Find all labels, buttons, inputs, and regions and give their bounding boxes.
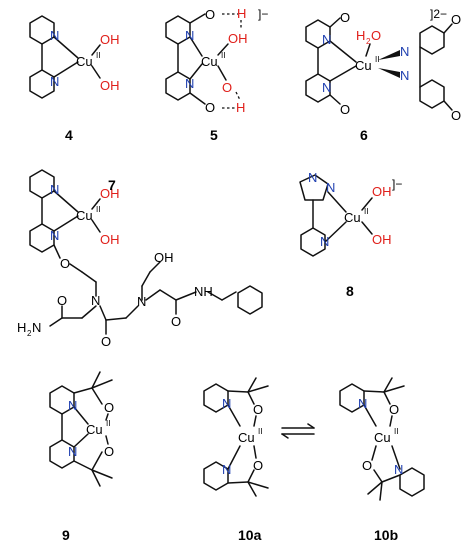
hydroxide-ligand: OH (372, 232, 392, 247)
nitrogen-atom: N (222, 462, 231, 477)
hydroxide-oxygen: O (222, 80, 232, 95)
nitrogen-atom: N (68, 444, 77, 459)
water-hydrogen: H (356, 28, 365, 43)
compound-9: N N Cu II O O 9 (49, 371, 114, 543)
oxidation-state: II (96, 51, 100, 60)
compound-8: N N N Cu II OH OH ]− 8 (299, 170, 402, 299)
compound-label-7: 7 (108, 177, 116, 193)
nitrogen-atom: N (50, 182, 59, 197)
oxidation-state: II (394, 427, 398, 436)
nitrogen-atom: N (394, 462, 403, 477)
compound-label-8: 8 (346, 283, 354, 299)
alkoxide-oxygen: O (104, 400, 114, 415)
equilibrium-arrow (281, 423, 315, 439)
copper-atom: Cu (86, 422, 103, 437)
copper-atom: Cu (374, 430, 391, 445)
nitrogen-atom: N (185, 76, 194, 91)
compound-4: N N Cu II OH OH 4 (29, 15, 120, 143)
oxygen-atom: O (205, 100, 215, 115)
nitrogen-atom: N (50, 28, 59, 43)
carbonyl-oxygen: O (171, 314, 181, 329)
hydroxide-ligand: OH (228, 31, 248, 46)
oxidation-state: II (375, 55, 379, 64)
compound-label-4: 4 (65, 127, 73, 143)
nitrogen-atom: N (400, 68, 409, 83)
nitrogen-atom: N (185, 28, 194, 43)
imidazole-nh: N (308, 170, 317, 185)
compound-10b: N N Cu II O O 10b (339, 377, 425, 543)
copper-atom: Cu (76, 208, 93, 223)
carbonyl-oxygen: O (57, 293, 67, 308)
hydroxide-ligand: OH (372, 184, 392, 199)
compound-label-5: 5 (210, 127, 218, 143)
oxidation-state: II (364, 207, 368, 216)
compound-label-10a: 10a (238, 527, 262, 543)
oxygen-atom: O (340, 102, 350, 117)
copper-atom: Cu (344, 210, 361, 225)
hydroxide-ligand: OH (100, 232, 120, 247)
copper-atom: Cu (76, 54, 93, 69)
compound-6: O O N N Cu II H 2 O N N O O ]2− 6 (305, 7, 461, 143)
nitrogen-atom: N (222, 396, 231, 411)
compound-10a: N N Cu II O O 10a (203, 377, 269, 543)
amine-nitrogen: N (91, 293, 100, 308)
amide-n: N (32, 320, 41, 335)
compound-label-6: 6 (360, 127, 368, 143)
oxygen-atom: O (451, 108, 461, 123)
charge-bracket: ]− (392, 177, 402, 191)
nitrogen-atom: N (50, 74, 59, 89)
amine-nitrogen: N (137, 294, 146, 309)
alkoxide-oxygen: O (362, 458, 372, 473)
charge-bracket: ]− (258, 7, 268, 21)
nitrogen-atom: N (358, 396, 367, 411)
copper-atom: Cu (238, 430, 255, 445)
ether-oxygen: O (60, 256, 70, 271)
nitrogen-atom: N (68, 398, 77, 413)
compound-label-10b: 10b (374, 527, 398, 543)
nitrogen-atom: N (320, 234, 329, 249)
charge-bracket: ]2− (430, 7, 447, 21)
amide-h: H (17, 320, 26, 335)
compound-label-9: 9 (62, 527, 70, 543)
nitrogen-atom: N (400, 44, 409, 59)
oxygen-atom: O (451, 12, 461, 27)
nitrogen-atom: N (322, 32, 331, 47)
oxygen-atom: O (205, 7, 215, 22)
nitrogen-atom: N (322, 80, 331, 95)
hydroxide-ligand: OH (100, 78, 120, 93)
copper-atom: Cu (201, 54, 218, 69)
hydrogen-atom: H (237, 6, 246, 21)
carbonyl-oxygen: O (101, 334, 111, 349)
compound-5: N N O O Cu II H OH O H ]− 5 (165, 6, 268, 143)
hydrogen-atom: H (236, 100, 245, 115)
alkoxide-oxygen: O (253, 402, 263, 417)
nitrogen-atom: N (50, 228, 59, 243)
oxygen-atom: O (340, 10, 350, 25)
hydroxyl-group: OH (154, 250, 174, 265)
oxidation-state: II (96, 205, 100, 214)
alkoxide-oxygen: O (389, 402, 399, 417)
alkoxide-oxygen: O (104, 444, 114, 459)
water-oxygen: O (371, 28, 381, 43)
compound-7: N N Cu II OH OH O N H 2 N O O N OH O NH … (17, 169, 263, 349)
oxidation-state: II (106, 419, 110, 428)
amide-subscript: 2 (27, 329, 32, 338)
secondary-amine: NH (194, 284, 213, 299)
hydroxide-ligand: OH (100, 32, 120, 47)
hydroxide-ligand: OH (100, 186, 120, 201)
alkoxide-oxygen: O (253, 458, 263, 473)
oxidation-state: II (258, 427, 262, 436)
copper-atom: Cu (355, 58, 372, 73)
water-subscript: 2 (366, 37, 371, 46)
oxidation-state: II (221, 51, 225, 60)
nitrogen-atom: N (326, 180, 335, 195)
